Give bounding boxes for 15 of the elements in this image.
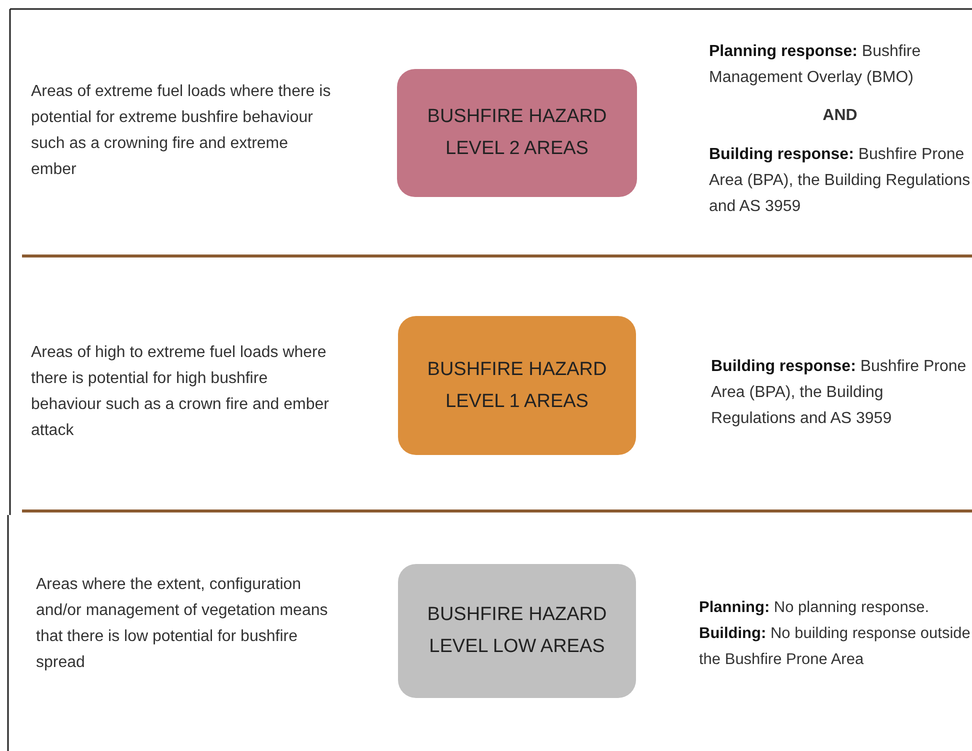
hazard-level-box <box>398 316 636 455</box>
response-text: Planning: No planning response. <box>699 598 930 618</box>
description-text: Areas where the extent, configuration and/or management of vegetation means that there is low potential for bushfire spread <box>36 575 329 673</box>
response-text: Building response: Bushfire Prone Area (BPA), the Building Regulations and AS 3959 <box>711 357 968 429</box>
hazard-level-label: BUSHFIRE HAZARD LEVEL 2 AREAS <box>426 105 608 161</box>
response-text: Building: No building response outside the Bushfire Prone Area <box>699 624 971 670</box>
hazard-level-box <box>398 564 636 698</box>
hazard-level-label: BUSHFIRE HAZARD LEVEL LOW AREAS <box>426 603 608 659</box>
response-text: Planning response: Bushfire Management Overlay (BMO) <box>709 42 922 88</box>
hazard-level-box <box>397 69 637 197</box>
response-text: AND <box>822 106 858 126</box>
description-text: Areas of extreme fuel loads where there is potential for extreme bushfire behaviour such as a crowning fire and extreme ember <box>31 82 331 180</box>
response-text: Building response: Bushfire Prone Area (BPA), the Building Regulations and AS 3959 <box>709 145 971 217</box>
description-text: Areas of high to extreme fuel loads where there is potential for high bushfire behaviour such as a crown fire and ember attack <box>31 343 330 441</box>
hazard-level-label: BUSHFIRE HAZARD LEVEL 1 AREAS <box>426 358 608 414</box>
